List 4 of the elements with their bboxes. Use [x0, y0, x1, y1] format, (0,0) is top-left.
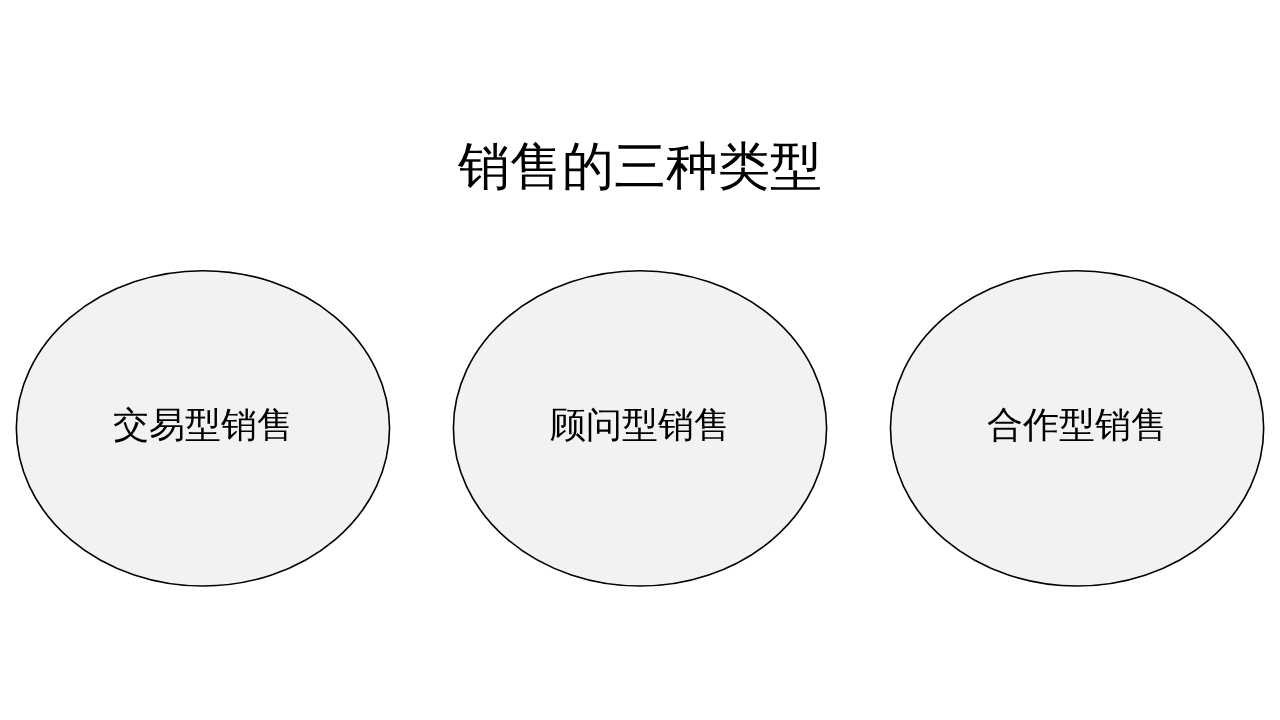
- node-ellipse: 合作型销售: [889, 269, 1265, 587]
- diagram-title: 销售的三种类型: [458, 135, 822, 196]
- node-ellipse: 交易型销售: [15, 269, 391, 587]
- node-ellipse: 顾问型销售: [452, 269, 828, 587]
